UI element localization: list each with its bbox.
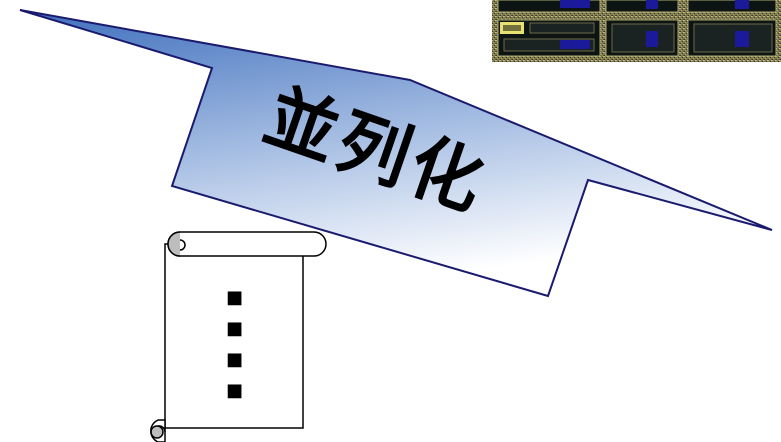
scroll-item-list: ■ ■ ■ ■	[226, 287, 243, 401]
scroll-item: ■	[226, 287, 243, 308]
scroll-item: ■	[226, 380, 243, 401]
parallelization-banner: 並列化	[19, 9, 773, 298]
scroll-item: ■	[226, 318, 243, 339]
scroll-icon	[150, 231, 327, 442]
scroll-item: ■	[226, 349, 243, 370]
server-rack-image	[492, 0, 781, 62]
